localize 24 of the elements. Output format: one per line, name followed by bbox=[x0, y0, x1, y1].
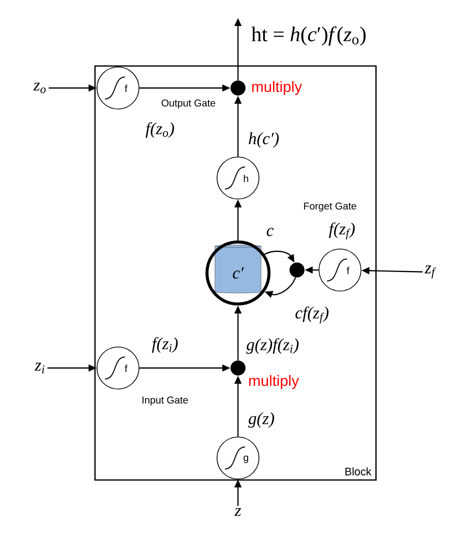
edge-label: h(c′) bbox=[248, 132, 279, 148]
gate-name: Forget Gate bbox=[304, 202, 356, 212]
input-label: z bbox=[234, 508, 242, 516]
edge-label: c bbox=[266, 228, 274, 236]
edge-label: f(z$_{f}$) bbox=[328, 222, 355, 240]
sigmoid-gate: g bbox=[216, 436, 260, 480]
edge-label: f(z$_{o}$) bbox=[146, 122, 174, 138]
sigmoid-gate: f bbox=[96, 66, 140, 110]
edge-label: ht = h(c′)f(z$_{o}$) bbox=[251, 26, 366, 46]
gate-name: Output Gate bbox=[162, 99, 216, 109]
edge-label: g(z)f(z$_{i}$) bbox=[246, 338, 299, 354]
edge-label: g(z) bbox=[248, 412, 274, 428]
gate-name: Input Gate bbox=[142, 396, 188, 406]
input-label: z$_{f}$ bbox=[424, 266, 436, 278]
sigmoid-gate: f bbox=[318, 248, 362, 292]
input-label: z$_{o}$ bbox=[33, 82, 46, 94]
memory-cell: c′ bbox=[206, 240, 270, 306]
operation-label: multiply bbox=[249, 375, 299, 389]
edge-label: f(z$_{i}$) bbox=[152, 337, 178, 353]
sigmoid-gate: h bbox=[216, 156, 260, 200]
edge-label: cf(z$_{f}$) bbox=[296, 306, 328, 324]
input-label: z$_{i}$ bbox=[34, 362, 44, 374]
sigmoid-gate: f bbox=[96, 346, 140, 390]
operation-label: multiply bbox=[252, 81, 302, 95]
